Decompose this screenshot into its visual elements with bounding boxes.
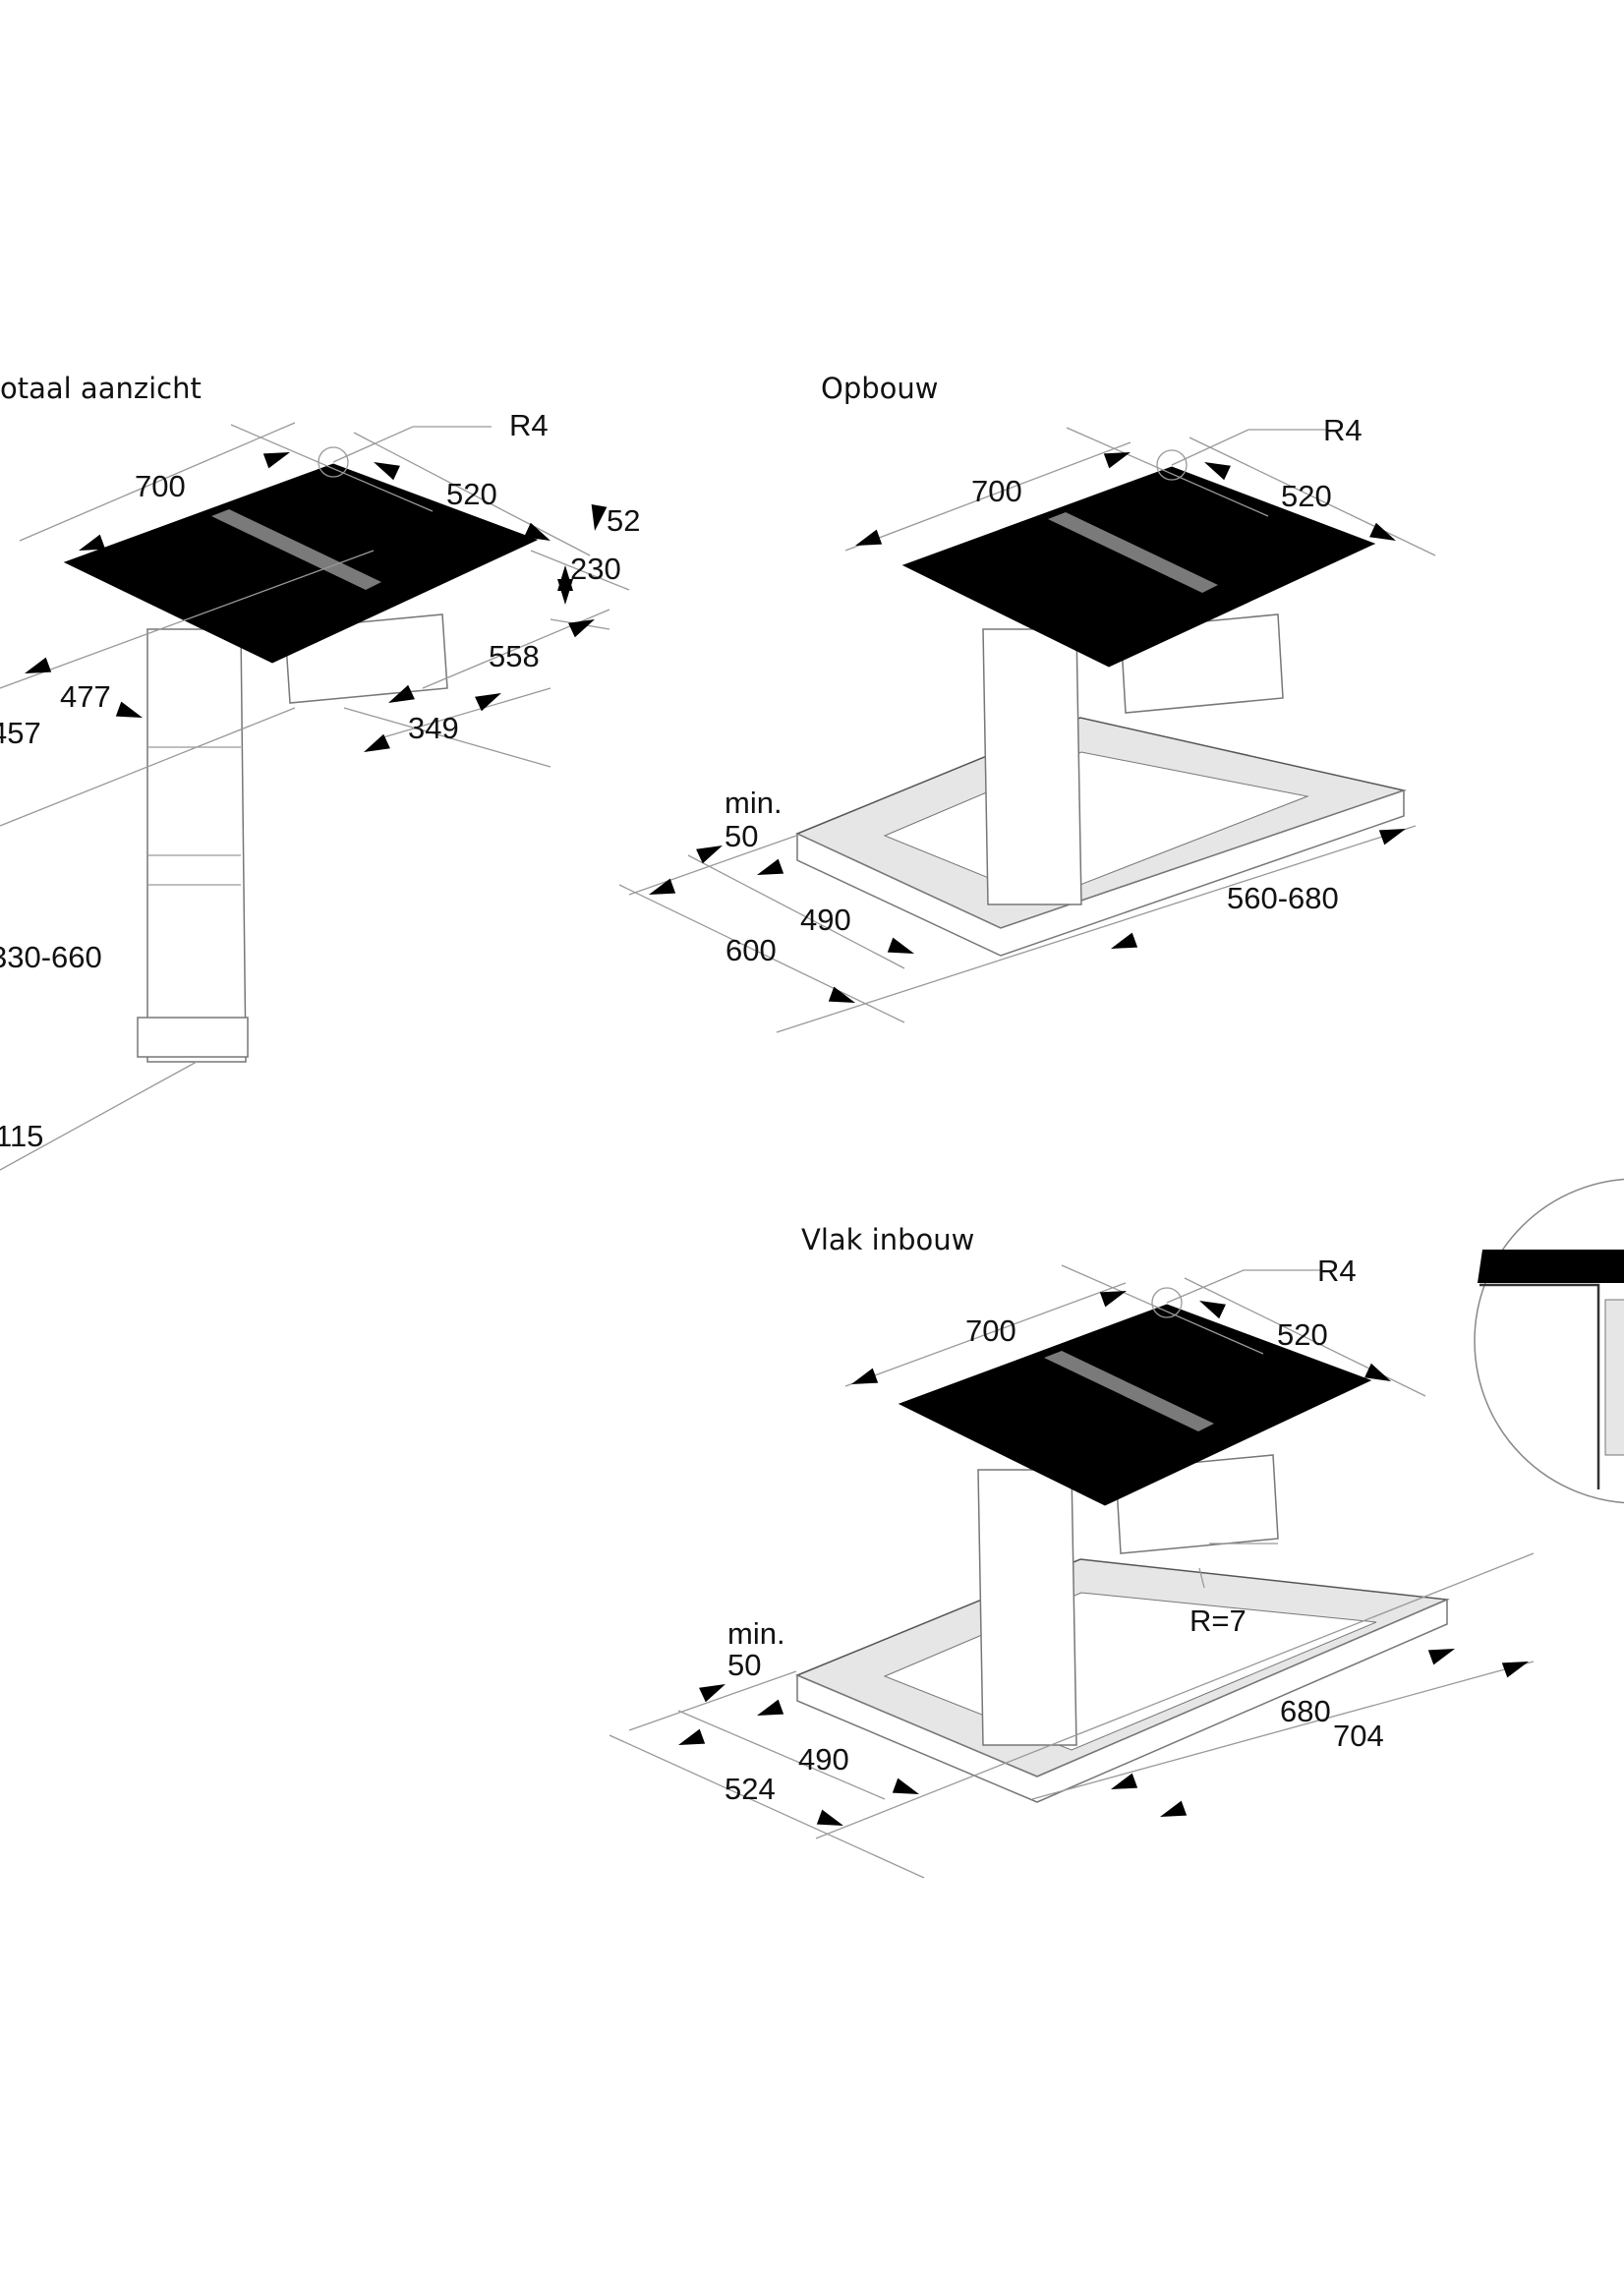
hob-glass <box>898 1304 1372 1506</box>
label-457: 457 <box>0 716 41 750</box>
view-title: Vlak inbouw <box>801 1223 974 1256</box>
label-height: 230 <box>570 552 621 586</box>
label-thickness: 52 <box>607 503 640 538</box>
duct-column <box>982 628 1082 905</box>
label-radius: R4 <box>1317 1254 1357 1288</box>
vent-strip <box>1048 512 1218 593</box>
label-115: 115 <box>0 1119 43 1153</box>
detail-magnifier <box>1474 1178 1624 1504</box>
label-349: 349 <box>408 711 459 745</box>
label-width: 700 <box>971 474 1022 508</box>
label-width: 700 <box>965 1313 1016 1348</box>
view-title: otaal aanzicht <box>0 372 202 405</box>
label-min: min. <box>725 786 783 820</box>
label-depth: 520 <box>446 477 497 511</box>
label-corner-radius: R=7 <box>1189 1603 1247 1638</box>
label-558: 558 <box>489 639 540 673</box>
label-width: 700 <box>135 469 186 503</box>
label-min-value: 50 <box>725 819 758 853</box>
hob-glass <box>901 466 1376 668</box>
duct-column <box>146 628 247 1063</box>
label-524: 524 <box>725 1772 776 1806</box>
label-depth: 520 <box>1277 1317 1328 1352</box>
view-title: Opbouw <box>821 372 938 405</box>
label-600: 600 <box>725 933 777 967</box>
view-surface-mount: Opbouw R4 700 520 min. 50 490 600 560-68… <box>618 372 1436 1033</box>
hob-glass <box>63 463 539 664</box>
label-radius: R4 <box>509 408 549 442</box>
label-depth: 520 <box>1281 479 1332 513</box>
label-490: 490 <box>798 1742 849 1777</box>
label-range: 330-660 <box>0 940 102 974</box>
vent-strip <box>1044 1351 1214 1431</box>
view-flush-mount: Vlak inbouw R4 700 520 R=7 min. 50 680 7… <box>609 1223 1535 1879</box>
duct-foot <box>137 1017 249 1058</box>
label-704: 704 <box>1333 1719 1384 1753</box>
view-overall: otaal aanzicht R4 700 520 52 230 558 349… <box>0 372 640 1171</box>
label-min: min. <box>727 1616 785 1651</box>
vent-strip <box>211 509 381 590</box>
label-min-value: 50 <box>727 1648 761 1682</box>
label-range: 560-680 <box>1227 881 1339 915</box>
duct-column <box>977 1469 1077 1746</box>
label-680: 680 <box>1280 1694 1331 1728</box>
label-radius: R4 <box>1323 413 1363 447</box>
label-490: 490 <box>800 903 851 937</box>
label-477: 477 <box>60 679 111 714</box>
detail-glass-edge <box>1478 1250 1624 1283</box>
